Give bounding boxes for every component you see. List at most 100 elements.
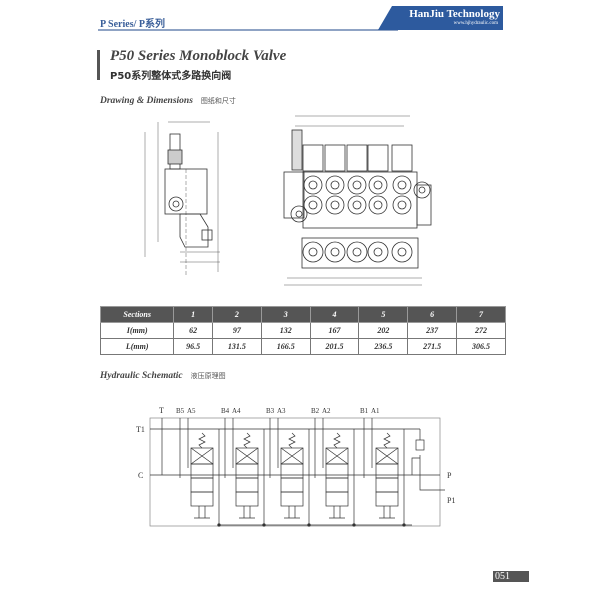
schematic-heading: Hydraulic Schematic 液压原理图 bbox=[100, 371, 226, 381]
lever-icon bbox=[239, 506, 255, 519]
header-cell: 3 bbox=[260, 306, 311, 323]
spool-position-1 bbox=[190, 463, 214, 479]
side-view-drawing bbox=[144, 121, 220, 277]
detent-cross bbox=[325, 447, 349, 465]
spool-cap bbox=[324, 144, 346, 172]
spool-position-1 bbox=[235, 463, 259, 479]
spool-position-1 bbox=[325, 463, 349, 479]
port-label: A3 bbox=[277, 407, 286, 415]
spring-icon bbox=[333, 432, 341, 449]
header-cell: 4 bbox=[309, 306, 360, 323]
detent-cross bbox=[280, 447, 304, 465]
lever-boss bbox=[324, 241, 346, 263]
spring-icon bbox=[198, 432, 206, 449]
lever-boss bbox=[367, 241, 389, 263]
table-header-row: Sections 1 2 3 4 5 6 7 bbox=[99, 306, 506, 323]
port-b-circle bbox=[368, 195, 388, 215]
label-T: T bbox=[159, 406, 164, 415]
spool-cap bbox=[346, 144, 368, 172]
page-number: 051 bbox=[493, 571, 529, 582]
label-C: C bbox=[138, 471, 143, 480]
port-a-inner bbox=[308, 180, 318, 190]
port-a-inner bbox=[330, 180, 340, 190]
label-P: P bbox=[447, 471, 452, 480]
port-label: B1 bbox=[360, 407, 369, 415]
lever-boss-inner bbox=[373, 247, 383, 257]
page-subtitle: P50系列整体式多路换向阀 bbox=[110, 71, 232, 82]
port-label: A4 bbox=[232, 407, 241, 415]
port-a-inner bbox=[352, 180, 362, 190]
spool-position-2 bbox=[325, 477, 349, 493]
spool-position-2 bbox=[235, 477, 259, 493]
header-cell: 5 bbox=[358, 306, 409, 323]
lever-boss-inner bbox=[352, 247, 362, 257]
lever-icon bbox=[284, 506, 300, 519]
header-rule bbox=[98, 29, 398, 31]
port-a-circle bbox=[392, 175, 412, 195]
port-b-circle bbox=[325, 195, 345, 215]
header-cell: 7 bbox=[456, 306, 506, 323]
port-label: B4 bbox=[221, 407, 230, 415]
spool-position-3 bbox=[325, 491, 349, 507]
junction-dot bbox=[402, 523, 406, 527]
schematic-heading-en: Hydraulic Schematic bbox=[100, 371, 183, 381]
lever-icon bbox=[379, 506, 395, 519]
spool-position-3 bbox=[375, 491, 399, 507]
header-cell: 6 bbox=[407, 306, 458, 323]
detent-cross bbox=[375, 447, 399, 465]
port-label: A1 bbox=[371, 407, 380, 415]
port-b-inner bbox=[397, 200, 407, 210]
port-b-inner bbox=[308, 200, 318, 210]
lever-boss bbox=[391, 241, 413, 263]
dimensions-table: Sections 1 2 3 4 5 6 7 I(mm) 62 97 132 1… bbox=[99, 306, 506, 355]
label-P1: P1 bbox=[447, 496, 455, 505]
spool-cap bbox=[367, 144, 389, 172]
port-label: B3 bbox=[266, 407, 275, 415]
port-a-circle bbox=[347, 175, 367, 195]
drawing-heading-en: Drawing & Dimensions bbox=[100, 96, 193, 106]
page-title: P50 Series Monoblock Valve bbox=[110, 48, 287, 64]
drawing-heading: Drawing & Dimensions 图纸和尺寸 bbox=[100, 96, 236, 106]
detent-cross bbox=[190, 447, 214, 465]
table-row: L(mm) 96.5 131.5 166.5 201.5 236.5 271.5… bbox=[99, 338, 506, 355]
spool-position-1 bbox=[375, 463, 399, 479]
port-a-circle bbox=[368, 175, 388, 195]
port-b-circle bbox=[347, 195, 367, 215]
junction-dot bbox=[217, 523, 221, 527]
label-T1: T1 bbox=[136, 425, 145, 434]
port-b-inner bbox=[352, 200, 362, 210]
table-cell: L(mm) bbox=[99, 338, 175, 355]
series-label: P Series/ P系列 bbox=[100, 19, 165, 30]
port-b-circle bbox=[392, 195, 412, 215]
port-label: A5 bbox=[187, 407, 196, 415]
port-b-inner bbox=[330, 200, 340, 210]
title-accent-bar bbox=[97, 50, 100, 80]
brand-banner bbox=[378, 6, 503, 30]
port-label: B5 bbox=[176, 407, 185, 415]
spring-icon bbox=[288, 432, 296, 449]
junction-dot bbox=[307, 523, 311, 527]
lever-icon bbox=[329, 506, 345, 519]
table-cell: 306.5 bbox=[456, 338, 506, 355]
schematic-heading-cn: 液压原理图 bbox=[190, 372, 226, 380]
spool-cap bbox=[302, 144, 324, 172]
lever-boss bbox=[346, 241, 368, 263]
port-label: A2 bbox=[322, 407, 331, 415]
lever-boss bbox=[302, 241, 324, 263]
spool-position-3 bbox=[235, 491, 259, 507]
lever-boss-inner bbox=[330, 247, 340, 257]
table-cell: 201.5 bbox=[309, 338, 360, 355]
drawing-heading-cn: 图纸和尺寸 bbox=[200, 97, 236, 105]
spool-position-3 bbox=[190, 491, 214, 507]
port-b-inner bbox=[373, 200, 383, 210]
spool-cap bbox=[391, 144, 413, 172]
spool-position-2 bbox=[280, 477, 304, 493]
detent-cross bbox=[235, 447, 259, 465]
table-cell: 131.5 bbox=[211, 338, 262, 355]
front-view-drawing bbox=[283, 115, 432, 286]
port-a-circle bbox=[325, 175, 345, 195]
brand-name: HanJiu Technology bbox=[409, 8, 500, 20]
spool-position-2 bbox=[190, 477, 214, 493]
